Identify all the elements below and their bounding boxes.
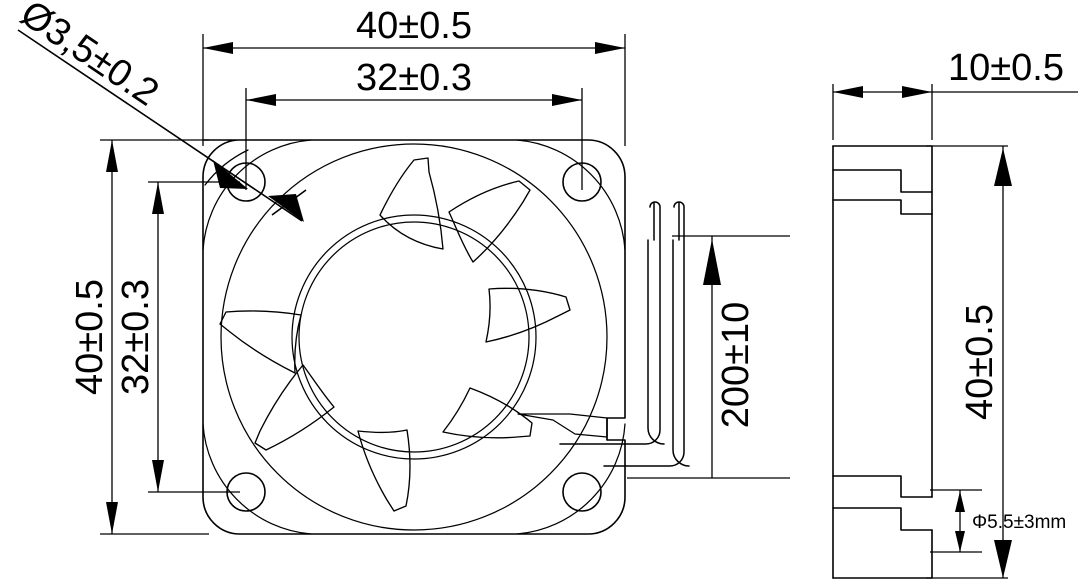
fan-blade-3: [485, 287, 571, 343]
wire-2-inner-edge: [672, 239, 690, 467]
side-view-bottom-edge: [832, 529, 933, 579]
dimension-left-overall: 40±0.5: [69, 139, 209, 535]
dim-arrow-top-dia55: [955, 491, 965, 512]
hole-callout-tick: [271, 189, 307, 216]
hub-outer-circle: [291, 214, 537, 460]
dim-arrow-bottom-40-side: [994, 540, 1012, 578]
dim-label-32-left: 32±0.3: [115, 279, 157, 395]
dim-arrow-bottom-32-left: [152, 460, 164, 492]
dim-label-40-top: 40±0.5: [356, 5, 472, 47]
dim-arrow-right-10: [902, 86, 932, 98]
dim-label-dia55: Φ5.5±3mm: [972, 512, 1066, 533]
venturi-outer-circle: [220, 143, 608, 531]
frame-inner-corner-top-right: [516, 139, 626, 251]
dimension-top-overall: 40±0.5: [202, 5, 626, 146]
dim-label-32-top: 32±0.3: [356, 57, 472, 99]
hole-callout-leader-line: [17, 29, 303, 222]
frame-inner-corner-bottom-right: [516, 423, 626, 535]
dimension-side-overall: 40±0.5: [926, 145, 1012, 579]
hole-callout-arrowhead-2: [268, 194, 304, 222]
dimension-left-hole-pitch: 32±0.3: [115, 181, 240, 493]
dimension-side-thickness: 10±0.5: [832, 47, 1078, 140]
dim-arrow-bottom-dia55: [955, 531, 965, 552]
dim-arrow-left-32-top: [246, 94, 276, 106]
frame-inner-corner-top-left: [202, 139, 312, 251]
fan-blade-7: [219, 310, 302, 374]
dim-arrow-right-32-top: [552, 94, 582, 106]
fan-blade-4: [442, 387, 533, 439]
cable-assembly: 200±10: [559, 201, 790, 479]
fan-blade-1: [379, 157, 444, 250]
side-view-outline: [832, 145, 933, 193]
dimension-cable-exit: Φ5.5±3mm: [930, 489, 1066, 553]
dim-arrow-top-200: [703, 239, 721, 285]
dim-arrow-right-40-top: [595, 42, 625, 54]
dim-label-10: 10±0.5: [948, 47, 1064, 89]
dim-arrow-top-40-left: [106, 140, 118, 172]
fan-blades: [219, 157, 571, 512]
fan-blade-2: [448, 180, 531, 263]
fan-blade-5: [357, 429, 411, 512]
wire-2: [603, 201, 685, 467]
side-view: 10±0.5 40±0.5 Φ5.5±3mm: [832, 47, 1078, 579]
dim-label-40-left: 40±0.5: [69, 279, 111, 395]
dimension-top-hole-pitch: 32±0.3: [245, 57, 583, 190]
dim-arrow-left-10: [833, 86, 863, 98]
fan-frame-outline: [202, 139, 626, 535]
dim-arrow-top-32-left: [152, 182, 164, 214]
wire-1-inner-edge: [647, 239, 665, 445]
mounting-hole-bottom-right: [562, 472, 602, 512]
fan-blade-6: [254, 364, 335, 451]
frame-inner-corner-bottom-left: [202, 423, 312, 535]
dim-arrow-top-40-side: [994, 148, 1012, 186]
hub-inner-circle: [298, 221, 530, 453]
dim-arrow-left-40-top: [203, 42, 233, 54]
hole-diameter-callout: Ø3,5±0.2: [13, 0, 307, 222]
dim-label-200: 200±10: [715, 302, 757, 429]
front-view: [202, 139, 626, 535]
side-view-lower-flange-upper: [832, 475, 933, 498]
side-view-lower-flange-lower: [832, 507, 933, 531]
hole-callout-arrowhead-1: [213, 160, 248, 189]
dim-label-40-side: 40±0.5: [959, 304, 1001, 420]
wire-1: [559, 201, 661, 445]
hole-diameter-label: Ø3,5±0.2: [13, 0, 166, 115]
dim-arrow-bottom-40-left: [106, 502, 118, 534]
side-view-upper-flange-lower: [832, 199, 933, 215]
